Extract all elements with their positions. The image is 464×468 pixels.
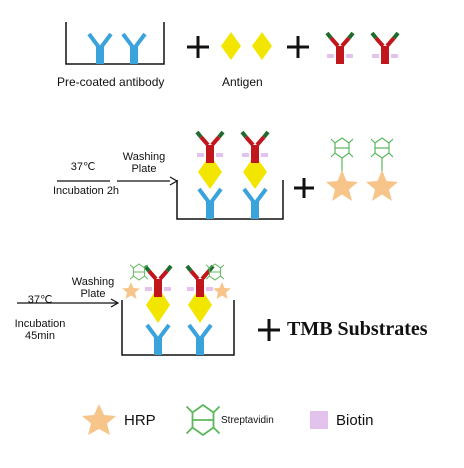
streptavidin-hrp-icon: [326, 137, 398, 201]
tmb-substrates-label: TMB Substrates: [287, 318, 428, 340]
plus-icon: [258, 319, 280, 341]
row2-plate: [176, 180, 284, 220]
incubation-time: Incubation 2h: [53, 185, 120, 197]
full-complex-icon: [122, 263, 231, 357]
biotin-legend-label: Biotin: [336, 412, 374, 429]
antigen-label: Antigen: [222, 75, 263, 89]
streptavidin-legend-icon: [185, 404, 221, 436]
arrow-icon: [57, 176, 179, 186]
plus-icon: [287, 36, 309, 58]
step2-incubation-label: 37℃ Incubation 2h: [53, 161, 119, 197]
sandwich-complex-icon: [195, 130, 270, 221]
hrp-legend-icon: [82, 404, 116, 435]
pre-coated-label: Pre-coated antibody: [57, 75, 165, 89]
arrow-icon: [17, 298, 120, 308]
row1-plate: [65, 22, 165, 65]
antigen-icon: [221, 32, 272, 60]
streptavidin-legend-label: Streptavidin: [221, 415, 274, 426]
detection-antibody-icon: [325, 31, 400, 66]
biotin-legend-icon: [310, 411, 328, 429]
plus-icon: [187, 36, 209, 58]
incubation-temp: 37℃: [70, 161, 96, 173]
hrp-legend-label: HRP: [124, 412, 156, 429]
row3-plate: [121, 300, 235, 356]
plus-icon: [294, 178, 314, 198]
capture-antibody-icon: [87, 32, 147, 66]
